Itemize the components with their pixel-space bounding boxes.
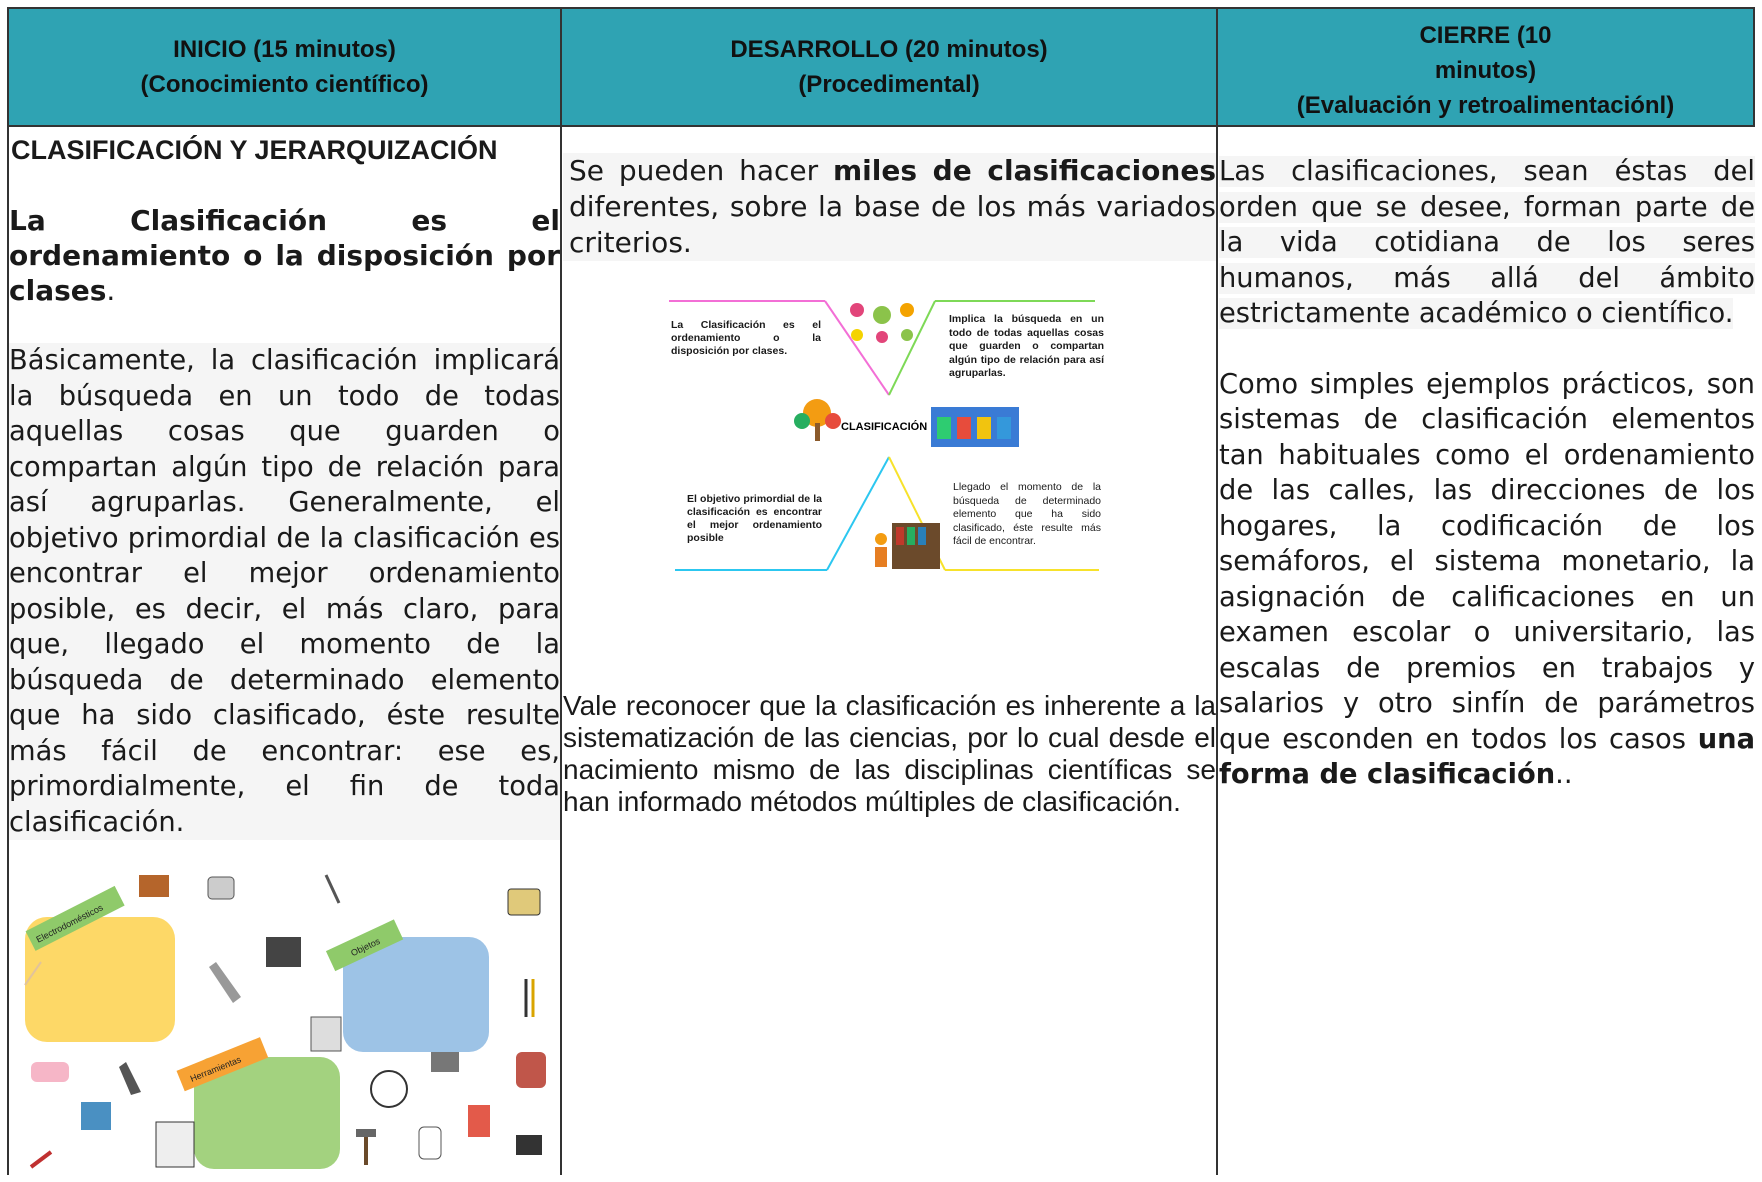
diagram-bottom-right: Llegado el momento de la búsqueda de det… [953, 481, 1101, 547]
inicio-definition-end: . [106, 274, 116, 307]
cierre-p2-end: .. [1555, 759, 1573, 790]
tag-objetos: Objetos [325, 919, 404, 972]
inicio-definition-bold: La Clasificación es el ordenamiento o la… [9, 204, 560, 307]
header-cierre-line1: CIERRE (10 [1419, 22, 1552, 49]
laptop-icon [516, 1135, 542, 1155]
classification-diagram: CLASIFICACIÓN La Clasificación es el ord… [669, 300, 1104, 571]
cierre-paragraph-2: Como simples ejemplos prácticos, son sis… [1219, 367, 1755, 793]
header-cierre: CIERRE (10 minutos) (Evaluación y retroa… [1216, 7, 1755, 127]
tree-icon [803, 399, 831, 427]
washer-icon [310, 1016, 342, 1052]
bookshelf-icon [918, 527, 926, 545]
recycle-bins-icon [977, 417, 991, 439]
header-cierre-line3: (Evaluación y retroalimentaciónl) [1296, 92, 1675, 119]
jar-icon [418, 1126, 442, 1160]
flower-icon [850, 303, 864, 317]
recycle-bins-icon [997, 417, 1011, 439]
cierre-cell: Las clasificaciones, sean éstas del orde… [1219, 127, 1755, 793]
diagram-top-right: Implica la búsqueda en un todo de todas … [949, 313, 1104, 379]
flower-icon [900, 303, 914, 317]
flower-icon [876, 331, 888, 343]
mixer-icon [516, 1052, 546, 1088]
desarrollo-p1-end: diferentes, sobre la base de los más var… [569, 190, 1216, 259]
person-icon [875, 547, 887, 567]
blender-icon [468, 1105, 490, 1137]
inicio-title: CLASIFICACIÓN Y JERARQUIZACIÓN [11, 135, 498, 165]
cierre-p1-text: Las clasificaciones, sean éstas del orde… [1219, 156, 1755, 329]
tree-icon [794, 413, 810, 429]
header-desarrollo-line2: (Procedimental) [798, 71, 980, 98]
cierre-p2-codificacion: codificación [1440, 510, 1604, 542]
diagram-center-label: CLASIFICACIÓN [841, 420, 927, 433]
chopsticks-icon [24, 961, 42, 986]
diagram-top-left: La Clasificación es el ordenamiento o la… [671, 319, 821, 357]
flower-icon [901, 329, 913, 341]
clock-icon [370, 1070, 408, 1108]
inicio-definition: La Clasificación es el ordenamiento o la… [9, 203, 560, 308]
iron-icon [31, 1062, 69, 1082]
pickaxe-icon [324, 874, 341, 904]
yellow-box [25, 917, 175, 1042]
recycle-bins-icon [937, 417, 951, 439]
desarrollo-paragraph-1: Se pueden hacer miles de clasificaciones… [563, 153, 1216, 261]
saw-icon [209, 962, 241, 1003]
person-icon [875, 533, 887, 545]
microwave-icon [507, 888, 541, 916]
tree-icon [825, 413, 841, 429]
desarrollo-cell: Se pueden hacer miles de clasificaciones… [563, 127, 1216, 817]
blue-box [343, 937, 489, 1052]
column-divider [560, 125, 562, 1175]
drill-icon [431, 1052, 459, 1072]
flower-icon [851, 329, 863, 341]
phone-icon [266, 937, 301, 967]
flower-icon [873, 306, 891, 324]
inicio-paragraph: Básicamente, la clasificación implicará … [9, 343, 560, 840]
header-desarrollo: DESARROLLO (20 minutos) (Procedimental) [560, 7, 1218, 127]
cierre-paragraph-1: Las clasificaciones, sean éstas del orde… [1219, 154, 1755, 332]
desarrollo-p1-bold: miles de clasificaciones [832, 154, 1216, 187]
inicio-cell: CLASIFICACIÓN Y JERARQUIZACIÓN La Clasif… [9, 127, 560, 1169]
fridge-icon [155, 1121, 195, 1168]
column-divider [1216, 125, 1218, 1175]
column-divider [7, 125, 9, 1175]
classification-activity-image: Electrodomésticos Objetos Herramientas [24, 874, 546, 1169]
globe-icon [81, 1102, 111, 1130]
desarrollo-paragraph-2: Vale reconocer que la clasificación es i… [563, 690, 1216, 817]
green-box [194, 1057, 340, 1169]
lesson-plan-table: INICIO (15 minutos) (Conocimiento cientí… [7, 7, 1755, 1175]
cierre-p2-start: Como simples ejemplos prácticos, son sis… [1219, 368, 1755, 542]
bookshelf-icon [896, 527, 904, 545]
tree-icon [815, 423, 820, 441]
hammer-icon [356, 1129, 376, 1137]
cierre-p2-mid: de los semáforos, el sistema monetario, … [1219, 510, 1755, 755]
box-icon [139, 875, 169, 897]
header-cierre-line2: minutos) [1434, 57, 1537, 84]
shovel-icon [119, 1062, 141, 1095]
header-inicio: INICIO (15 minutos) (Conocimiento cientí… [7, 7, 562, 127]
header-desarrollo-line1: DESARROLLO (20 minutos) [730, 36, 1048, 63]
header-inicio-line2: (Conocimiento científico) [140, 71, 429, 98]
diagram-bottom-left: El objetivo primordial de la clasificaci… [687, 493, 822, 544]
wrench-icon [29, 1150, 53, 1169]
bookshelf-icon [907, 527, 915, 545]
desarrollo-p1-start: Se pueden hacer [569, 154, 833, 187]
header-inicio-line1: INICIO (15 minutos) [173, 36, 396, 63]
recycle-bins-icon [957, 417, 971, 439]
tv-icon [207, 876, 235, 900]
cierre-p2-bold: una forma de clasificación [1219, 723, 1755, 791]
